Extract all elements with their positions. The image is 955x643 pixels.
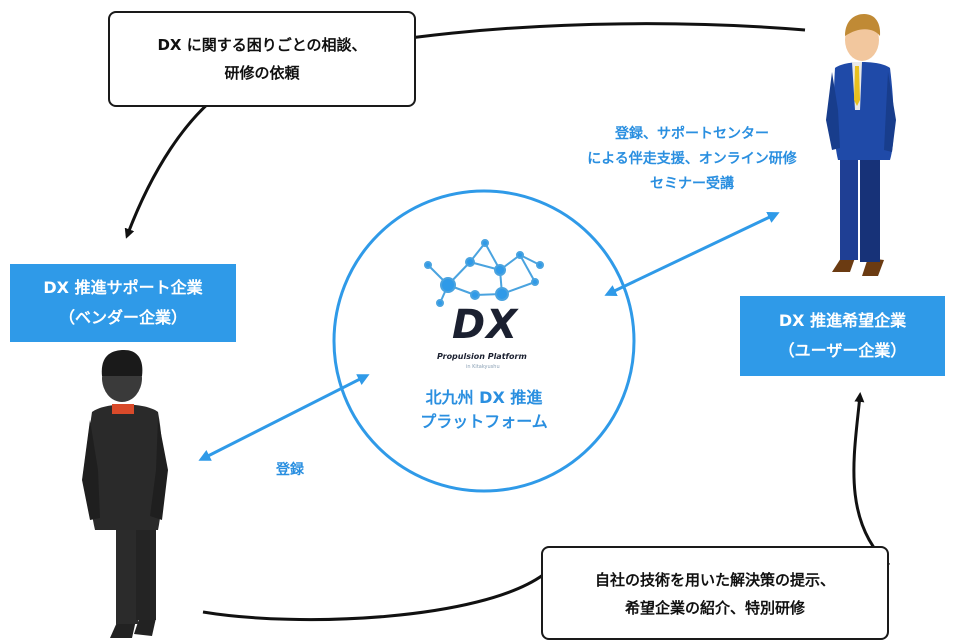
- user-support-line-1: 登録、サポートセンター: [615, 126, 769, 142]
- platform-circle: [332, 189, 636, 493]
- platform-logo-dx: DX: [452, 302, 519, 348]
- solution-line-2: 希望企業の紹介、特別研修: [624, 599, 805, 617]
- platform-label-line-1: 北九州 DX 推進: [425, 388, 543, 407]
- vendor-company-title: DX 推進サポート企業: [43, 278, 203, 297]
- user-support-line-3: セミナー受講: [650, 176, 734, 192]
- vendor-registration-text: 登録: [276, 462, 304, 478]
- vendor-company-box: DX 推進サポート企業 （ベンダー企業）: [10, 264, 236, 342]
- user-company-title: DX 推進希望企業: [778, 311, 907, 330]
- user-businessman-figure: [826, 14, 896, 276]
- network-logo-icon: [424, 239, 544, 307]
- platform-label: 北九州 DX 推進 プラットフォーム: [384, 386, 584, 434]
- arrow-vendor-platform: [198, 374, 370, 461]
- user-support-text: 登録、サポートセンター による伴走支援、オンライン研修 セミナー受講: [566, 122, 818, 197]
- user-company-subtitle: （ユーザー企業）: [778, 341, 907, 360]
- consultation-line-2: 研修の依頼: [224, 64, 300, 82]
- vendor-person-figure: [82, 350, 168, 638]
- user-support-line-2: による伴走支援、オンライン研修: [587, 151, 797, 167]
- platform-logo-location: in Kitakyushu: [466, 364, 500, 370]
- consultation-line-1: DX に関する困りごとの相談、: [157, 36, 367, 54]
- arrow-user-platform: [604, 212, 780, 296]
- vendor-company-subtitle: （ベンダー企業）: [58, 308, 187, 327]
- platform-logo-subtitle: Propulsion Platform: [437, 352, 527, 361]
- platform-label-line-2: プラットフォーム: [420, 412, 548, 431]
- solution-callout: 自社の技術を用いた解決策の提示、 希望企業の紹介、特別研修: [541, 546, 889, 640]
- consultation-callout: DX に関する困りごとの相談、 研修の依頼: [108, 11, 416, 107]
- solution-line-1: 自社の技術を用いた解決策の提示、: [594, 571, 835, 589]
- user-company-box: DX 推進希望企業 （ユーザー企業）: [740, 296, 945, 376]
